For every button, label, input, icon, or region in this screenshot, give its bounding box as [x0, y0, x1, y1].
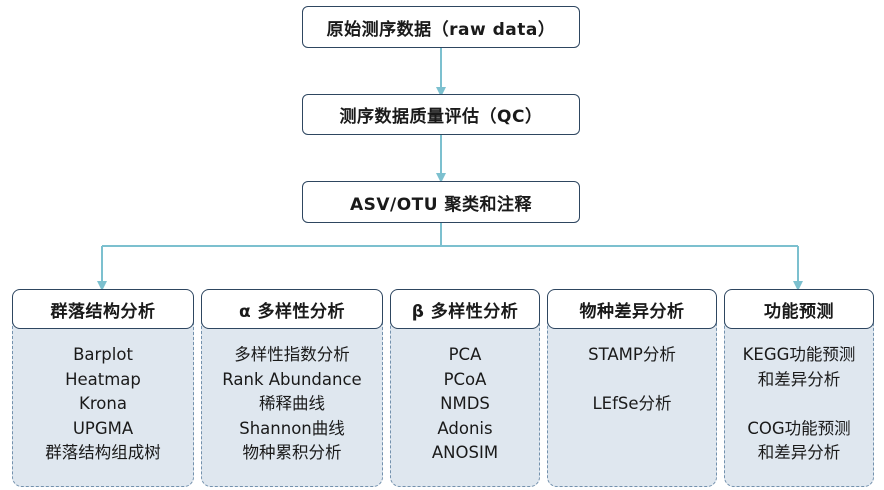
panel-title-text: 物种差异分析: [579, 301, 685, 322]
list-item: 和差异分析: [757, 443, 841, 462]
list-item: Krona: [79, 394, 127, 413]
list-item: Adonis: [437, 418, 493, 438]
panel-item-list: KEGG功能预测 和差异分析 COG功能预测 和差异分析: [724, 343, 874, 466]
panel-beta-diversity: β 多样性分析 PCA PCoA NMDS Adonis ANOSIM: [390, 289, 540, 487]
list-item: 多样性指数分析: [234, 345, 350, 364]
panel-item-list: Barplot Heatmap Krona UPGMA 群落结构组成树: [12, 343, 194, 466]
step-qc-label: 测序数据质量评估（QC）: [339, 107, 543, 127]
list-item: 稀释曲线: [259, 394, 325, 413]
panel-title: β 多样性分析: [390, 289, 540, 329]
list-item: UPGMA: [72, 418, 134, 438]
list-item: 和差异分析: [757, 369, 841, 389]
panel-title: α 多样性分析: [201, 289, 383, 329]
panel-community-structure: 群落结构分析 Barplot Heatmap Krona UPGMA 群落结构组…: [12, 289, 194, 487]
spacer: [547, 368, 717, 393]
list-item: Rank Abundance: [222, 369, 362, 389]
panel-item-list: 多样性指数分析 Rank Abundance 稀释曲线 Shannon曲线 物种…: [201, 343, 383, 466]
step-asv-otu-box: ASV/OTU 聚类和注释: [302, 181, 580, 223]
panel-title-text: β 多样性分析: [411, 301, 519, 322]
list-item: STAMP分析: [588, 345, 676, 364]
spacer: [724, 392, 874, 417]
panel-title: 群落结构分析: [12, 289, 194, 329]
panel-title-text: 功能预测: [764, 301, 834, 322]
list-item: PCA: [448, 345, 482, 364]
panel-function-prediction: 功能预测 KEGG功能预测 和差异分析 COG功能预测 和差异分析: [724, 289, 874, 487]
list-item: COG功能预测: [747, 418, 851, 438]
panel-title-text: α 多样性分析: [238, 301, 346, 322]
step-raw-data-label: 原始测序数据（raw data）: [326, 19, 556, 40]
list-item: KEGG功能预测: [742, 345, 856, 364]
panel-title: 物种差异分析: [547, 289, 717, 329]
step-qc-box: 测序数据质量评估（QC）: [302, 94, 580, 135]
list-item: Shannon曲线: [239, 418, 345, 438]
panel-title: 功能预测: [724, 289, 874, 329]
step-raw-data-box: 原始测序数据（raw data）: [302, 6, 580, 48]
list-item: PCoA: [443, 369, 487, 389]
panel-alpha-diversity: α 多样性分析 多样性指数分析 Rank Abundance 稀释曲线 Shan…: [201, 289, 383, 487]
panel-species-difference: 物种差异分析 STAMP分析 LEfSe分析: [547, 289, 717, 487]
list-item: LEfSe分析: [592, 394, 672, 413]
panel-item-list: STAMP分析 LEfSe分析: [547, 343, 717, 417]
list-item: 物种累积分析: [242, 443, 342, 462]
list-item: 群落结构组成树: [45, 443, 161, 462]
list-item: Barplot: [73, 345, 133, 364]
panel-item-list: PCA PCoA NMDS Adonis ANOSIM: [390, 343, 540, 466]
panel-title-text: 群落结构分析: [50, 301, 156, 322]
list-item: Heatmap: [65, 369, 141, 389]
step-asv-otu-label: ASV/OTU 聚类和注释: [349, 194, 533, 215]
list-item: ANOSIM: [431, 443, 499, 462]
list-item: NMDS: [440, 394, 490, 413]
